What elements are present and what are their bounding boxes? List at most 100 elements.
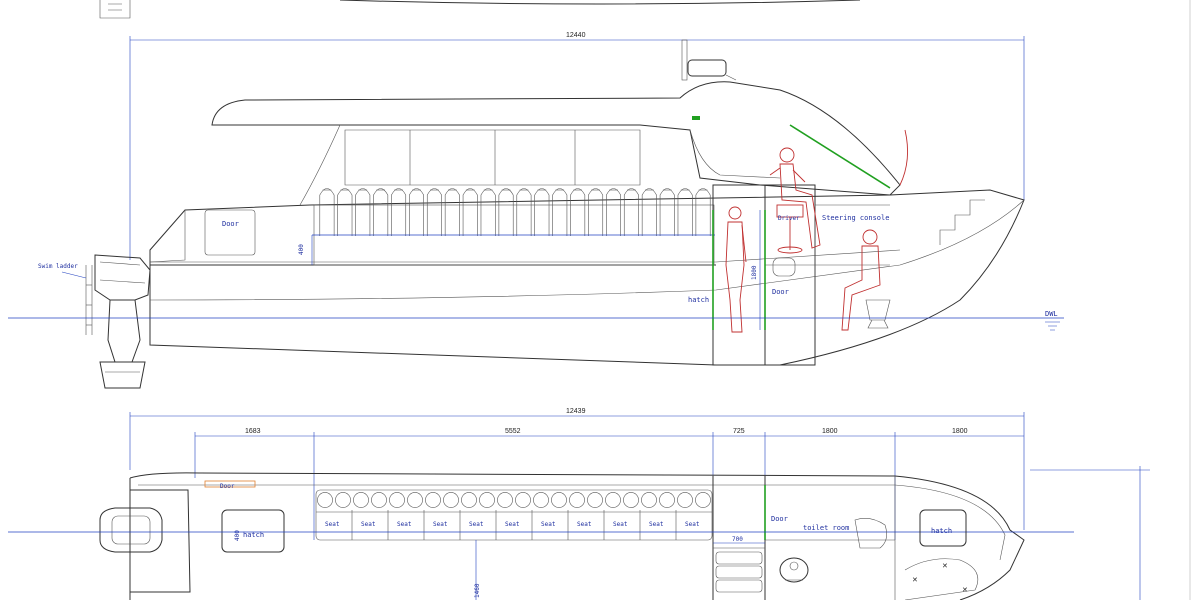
seat-back	[605, 492, 621, 508]
cropped-top-view	[99, 0, 861, 19]
seat-back	[623, 492, 639, 508]
seat-label: Seat	[685, 521, 700, 528]
dwl-label: DWL	[1045, 310, 1058, 318]
plan-dim-1460: 1460	[474, 583, 481, 598]
plan-hull	[129, 472, 1025, 600]
seat-back	[677, 492, 693, 508]
plan-dim-700: 700	[732, 536, 743, 543]
side-seat	[355, 188, 371, 236]
side-dim-400: 400	[298, 244, 305, 255]
seat-back	[533, 492, 549, 508]
side-hull	[149, 189, 1025, 366]
plan-segment-dimensions: 1683 5552 725 1800 1800	[194, 428, 1024, 540]
plan-door-label: Door	[220, 483, 235, 490]
steering-console-label: Steering console	[822, 214, 889, 222]
side-seat	[444, 188, 460, 236]
side-seat	[659, 188, 675, 236]
plan-hatch-left	[221, 509, 285, 553]
svg-text:✕: ✕	[912, 577, 918, 584]
seat-back	[371, 492, 387, 508]
side-seat	[498, 188, 514, 236]
seat-back	[317, 492, 333, 508]
plan-seat-row: Seat Seat Seat Seat Seat Seat Seat Seat Seat Seat…	[315, 489, 713, 541]
seat-back	[569, 492, 585, 508]
side-door	[204, 209, 256, 256]
seat-back	[407, 492, 423, 508]
cabin-section: 1800 hatch Door	[688, 184, 985, 366]
toilet-room-label: toilet room	[803, 524, 849, 532]
seat-back	[353, 492, 369, 508]
segment-3-label: 725	[733, 428, 745, 435]
seat-back	[443, 492, 459, 508]
side-seat	[409, 188, 424, 236]
side-seat	[534, 188, 550, 236]
plan-door-mid-label: Door	[771, 515, 788, 523]
side-seat	[480, 188, 496, 236]
seat-back	[659, 492, 675, 508]
seat-label: Seat	[361, 521, 376, 528]
seat-back	[461, 492, 477, 508]
plan-dim-400: 400	[234, 530, 241, 541]
seat-back	[479, 492, 495, 508]
figure-driver	[769, 147, 821, 254]
plan-hatch-right-label: hatch	[931, 527, 952, 535]
seat-label: Seat	[433, 521, 448, 528]
seat-label: Seat	[649, 521, 664, 528]
segment-5-label: 1800	[952, 428, 968, 435]
svg-text:✕: ✕	[962, 587, 968, 594]
outboard-engine	[85, 254, 151, 389]
side-seat	[391, 188, 407, 236]
seat-back	[389, 492, 405, 508]
side-seat	[570, 188, 586, 236]
side-dim-1800: 1800	[751, 265, 758, 280]
side-seat	[337, 188, 353, 236]
plan-length-label: 12439	[566, 408, 586, 415]
svg-text:✕: ✕	[942, 563, 948, 570]
seat-back	[641, 492, 657, 508]
seat-back	[695, 492, 711, 508]
side-seat-row	[313, 188, 715, 266]
seat-label: Seat	[541, 521, 556, 528]
side-seat	[695, 188, 711, 236]
seat-back	[497, 492, 513, 508]
segment-1-label: 1683	[245, 428, 261, 435]
seat-back	[515, 492, 531, 508]
plan-hatch-right	[919, 509, 967, 547]
seat-label: Seat	[469, 521, 484, 528]
seat-label: Seat	[613, 521, 628, 528]
side-seat	[606, 188, 621, 236]
driver-label: Driver	[778, 215, 800, 222]
plan-view: 12439 1683 5552 725 1800 1800	[8, 408, 1150, 600]
segment-2-label: 5552	[505, 428, 521, 435]
seat-label: Seat	[577, 521, 592, 528]
side-length-label: 12440	[566, 32, 586, 39]
figure-seated-toilet	[841, 229, 891, 331]
side-roof	[211, 81, 901, 196]
plan-toilet-bowl	[779, 557, 809, 583]
side-seat	[641, 188, 657, 236]
cabin-door-label: Door	[772, 288, 789, 296]
side-overall-dimension: 12440	[129, 32, 1025, 260]
side-seat	[552, 188, 568, 236]
side-view: 12440 Door 400	[8, 32, 1064, 389]
plan-steps	[715, 551, 763, 593]
outboard-top	[99, 507, 163, 553]
seat-label: Seat	[397, 521, 412, 528]
radar-mast	[681, 39, 737, 120]
hatch-label: hatch	[688, 296, 709, 304]
side-seat	[373, 188, 389, 236]
seat-label: Seat	[505, 521, 520, 528]
side-seat	[588, 188, 604, 236]
swim-ladder-label: Swim ladder	[38, 263, 78, 270]
plan-hatch-left-label: hatch	[243, 531, 264, 539]
side-door-label: Door	[222, 220, 239, 228]
seat-label: Seat	[325, 521, 340, 528]
side-seat	[623, 188, 639, 236]
seat-back	[587, 492, 603, 508]
side-seat	[426, 188, 442, 236]
side-seat	[677, 188, 693, 236]
figure-standing	[725, 206, 747, 333]
seat-back	[425, 492, 441, 508]
plan-overall-dimension: 12439	[129, 408, 1025, 530]
